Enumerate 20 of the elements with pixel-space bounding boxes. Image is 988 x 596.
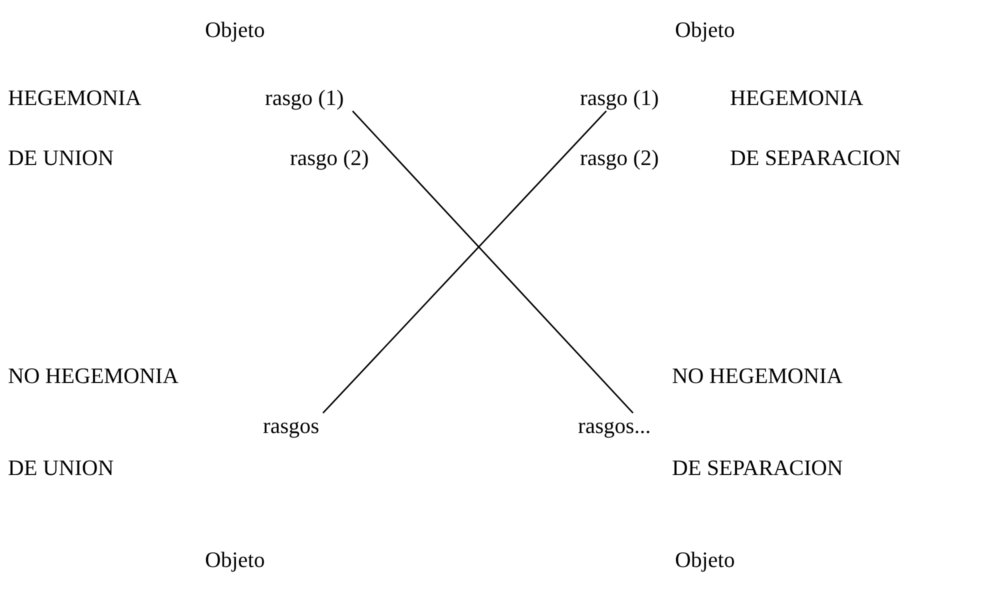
connector-line	[352, 110, 634, 414]
label-text: DE SEPARACION	[672, 455, 843, 481]
label-text: Objeto	[675, 547, 735, 573]
feature-text: rasgo (1)	[265, 85, 344, 111]
label-text: DE UNION	[8, 145, 114, 171]
feature-text: rasgos	[263, 413, 320, 439]
label-text: HEGEMONIA	[8, 85, 142, 111]
feature-text: rasgo (1)	[580, 85, 659, 111]
label-text: DE UNION	[8, 455, 114, 481]
feature-text: rasgos...	[578, 413, 651, 439]
label-text: NO HEGEMONIA	[672, 363, 842, 389]
label-text: rasgo (2)	[580, 145, 659, 171]
label-text: Objeto	[205, 547, 265, 573]
label-text: rasgo (2)	[290, 145, 369, 171]
label-text: Objeto	[675, 17, 735, 43]
label-text: Objeto	[205, 17, 265, 43]
label-text: NO HEGEMONIA	[8, 363, 178, 389]
connector-line	[322, 110, 607, 414]
label-text: HEGEMONIA	[730, 85, 864, 111]
label-text: DE SEPARACION	[730, 145, 901, 171]
